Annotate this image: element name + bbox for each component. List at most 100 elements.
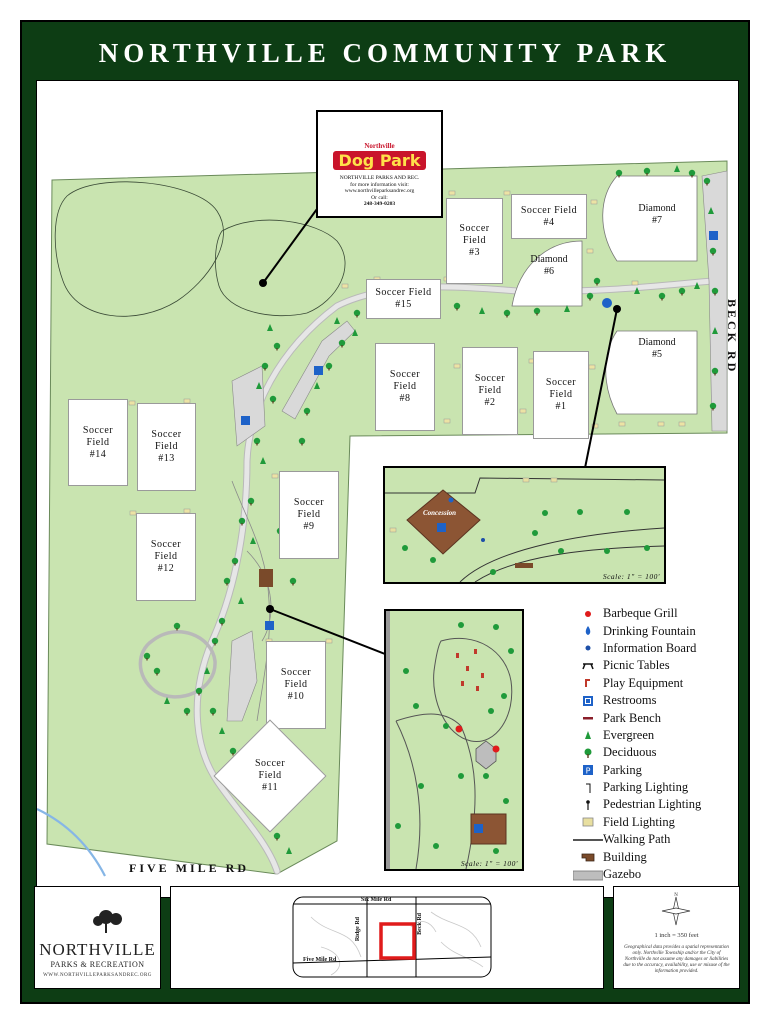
- dog-park-org: NORTHVILLE PARKS AND REC.: [339, 175, 420, 181]
- map-legend: Barbeque Grill Drinking Fountain Informa…: [573, 605, 738, 883]
- dog-park-logo: Dog Park: [332, 151, 427, 170]
- legend-label: Deciduous: [603, 745, 657, 760]
- legend-row-parking: P Parking: [573, 762, 738, 779]
- gazebo-scale: Scale: 1" = 100': [460, 859, 518, 868]
- parking-lot-east: [701, 170, 728, 432]
- road-beck: BECK RD: [725, 299, 739, 375]
- concession-inset-map: [385, 468, 665, 583]
- northville-logo-text: NORTHVILLE: [39, 940, 156, 959]
- parking-icon: P: [573, 763, 603, 777]
- walking-path-1: [231, 480, 270, 722]
- field-light-icon: [443, 418, 451, 424]
- legend-row-pedestrian-light: Pedestrian Lighting: [573, 796, 738, 813]
- parking-lot-west: [231, 365, 266, 447]
- legend-label: Restrooms: [603, 693, 657, 708]
- legend-row-drinking-fountain: Drinking Fountain: [573, 622, 738, 639]
- field-light-icon: [341, 283, 349, 289]
- dog-park-info: for more information visit:: [350, 181, 409, 188]
- picnic-table-icon: [573, 659, 603, 673]
- legend-label: Picnic Tables: [603, 658, 670, 673]
- pedestrian-light-icon: [573, 798, 603, 812]
- legend-row-restroom: Restrooms: [573, 692, 738, 709]
- diamond-7-label[interactable]: Diamond#7: [638, 203, 676, 226]
- scale-note: 1 inch = 350 feet: [654, 932, 699, 939]
- deciduous-icon: [573, 746, 603, 760]
- gazebo-inset[interactable]: Scale: 1" = 100': [382, 609, 524, 871]
- field-light-icon: [678, 421, 686, 427]
- locator-beck: Beck Rd: [417, 913, 423, 935]
- restroom-main: [265, 621, 274, 630]
- northville-logo-panel: NORTHVILLE PARKS & RECREATION WWW.NORTHV…: [34, 886, 161, 989]
- gazebo-restroom-icon: [474, 824, 483, 833]
- dog-park-or-call: Or call:: [371, 194, 388, 201]
- field-light-icon: [519, 408, 527, 414]
- field-light-icon: [657, 421, 665, 427]
- leader-gazebo: [269, 608, 386, 655]
- legend-label: Information Board: [603, 640, 697, 655]
- disclaimer: Geographical data provides a spatial rep…: [623, 945, 730, 974]
- legend-label: Gazebo: [603, 867, 642, 882]
- parking-lot-south: [226, 630, 258, 722]
- soccer-field-4[interactable]: Soccer Field#4: [511, 194, 587, 239]
- information-board-icon: [573, 641, 603, 655]
- legend-row-park-bench: Park Bench: [573, 709, 738, 726]
- legend-row-evergreen: Evergreen: [573, 727, 738, 744]
- legend-row-walking-path: Walking Path: [573, 831, 738, 848]
- map-frame: NORTHVILLE COMMUNITY PARK: [20, 20, 750, 1004]
- north-arrow-icon: N: [661, 893, 691, 926]
- park-map: [37, 160, 728, 877]
- restroom-east: [709, 231, 718, 240]
- legend-row-building: Building: [573, 848, 738, 865]
- creek: [37, 808, 106, 877]
- soccer-field-15[interactable]: Soccer Field#15: [366, 279, 441, 319]
- restroom-lot: [314, 366, 323, 375]
- diamond-5-label[interactable]: Diamond#5: [638, 337, 676, 360]
- dog-park-area: [215, 219, 346, 316]
- dog-park-callout[interactable]: Northville Dog Park NORTHVILLE PARKS AND…: [316, 110, 443, 218]
- locator-six-mile: Six Mile Rd: [361, 897, 392, 903]
- legend-label: Drinking Fountain: [603, 623, 696, 638]
- walking-path-icon: [573, 833, 603, 847]
- concession-inset[interactable]: Concession Scale: 1" = 100': [383, 466, 666, 584]
- northville-logo-url[interactable]: WWW.NORTHVILLEPARKSANDREC.ORG: [43, 973, 152, 978]
- field-light-icon: [128, 400, 136, 406]
- restroom-icon: [573, 694, 603, 708]
- legend-label: Pedestrian Lighting: [603, 797, 702, 812]
- tree-logo-icon: [92, 910, 122, 933]
- field-light-icon: [573, 815, 603, 829]
- diamond-6-label[interactable]: Diamond#6: [530, 254, 568, 277]
- road-five-mile: FIVE MILE RD: [129, 861, 250, 875]
- legend-row-deciduous: Deciduous: [573, 744, 738, 761]
- diamond-6-shape: [511, 240, 583, 307]
- woodland-area: [54, 181, 224, 317]
- field-light-icon: [618, 421, 626, 427]
- park-bench-icon: [573, 711, 603, 725]
- dog-park-phone: 248-349-0203: [363, 201, 396, 207]
- concession-scale: Scale: 1" = 100': [602, 572, 660, 581]
- field-light-icon: [448, 190, 456, 196]
- legend-label: Play Equipment: [603, 675, 684, 690]
- dog-park-url[interactable]: www.northvilleparksandrec.org: [344, 188, 415, 194]
- legend-row-gazebo: Gazebo: [573, 866, 738, 883]
- gazebo-inset-map: [382, 611, 522, 870]
- legend-row-picnic-table: Picnic Tables: [573, 657, 738, 674]
- field-light-icon: [453, 363, 461, 369]
- parking-light-icon: [573, 781, 603, 795]
- legend-row-parking-light: Parking Lighting: [573, 779, 738, 796]
- legend-label: Park Bench: [603, 710, 661, 725]
- field-light-icon: [590, 199, 598, 205]
- field-light-icon: [586, 248, 594, 254]
- park-location-marker: [379, 922, 416, 960]
- legend-row-information-board: Information Board: [573, 640, 738, 657]
- map-title: NORTHVILLE COMMUNITY PARK: [98, 38, 672, 68]
